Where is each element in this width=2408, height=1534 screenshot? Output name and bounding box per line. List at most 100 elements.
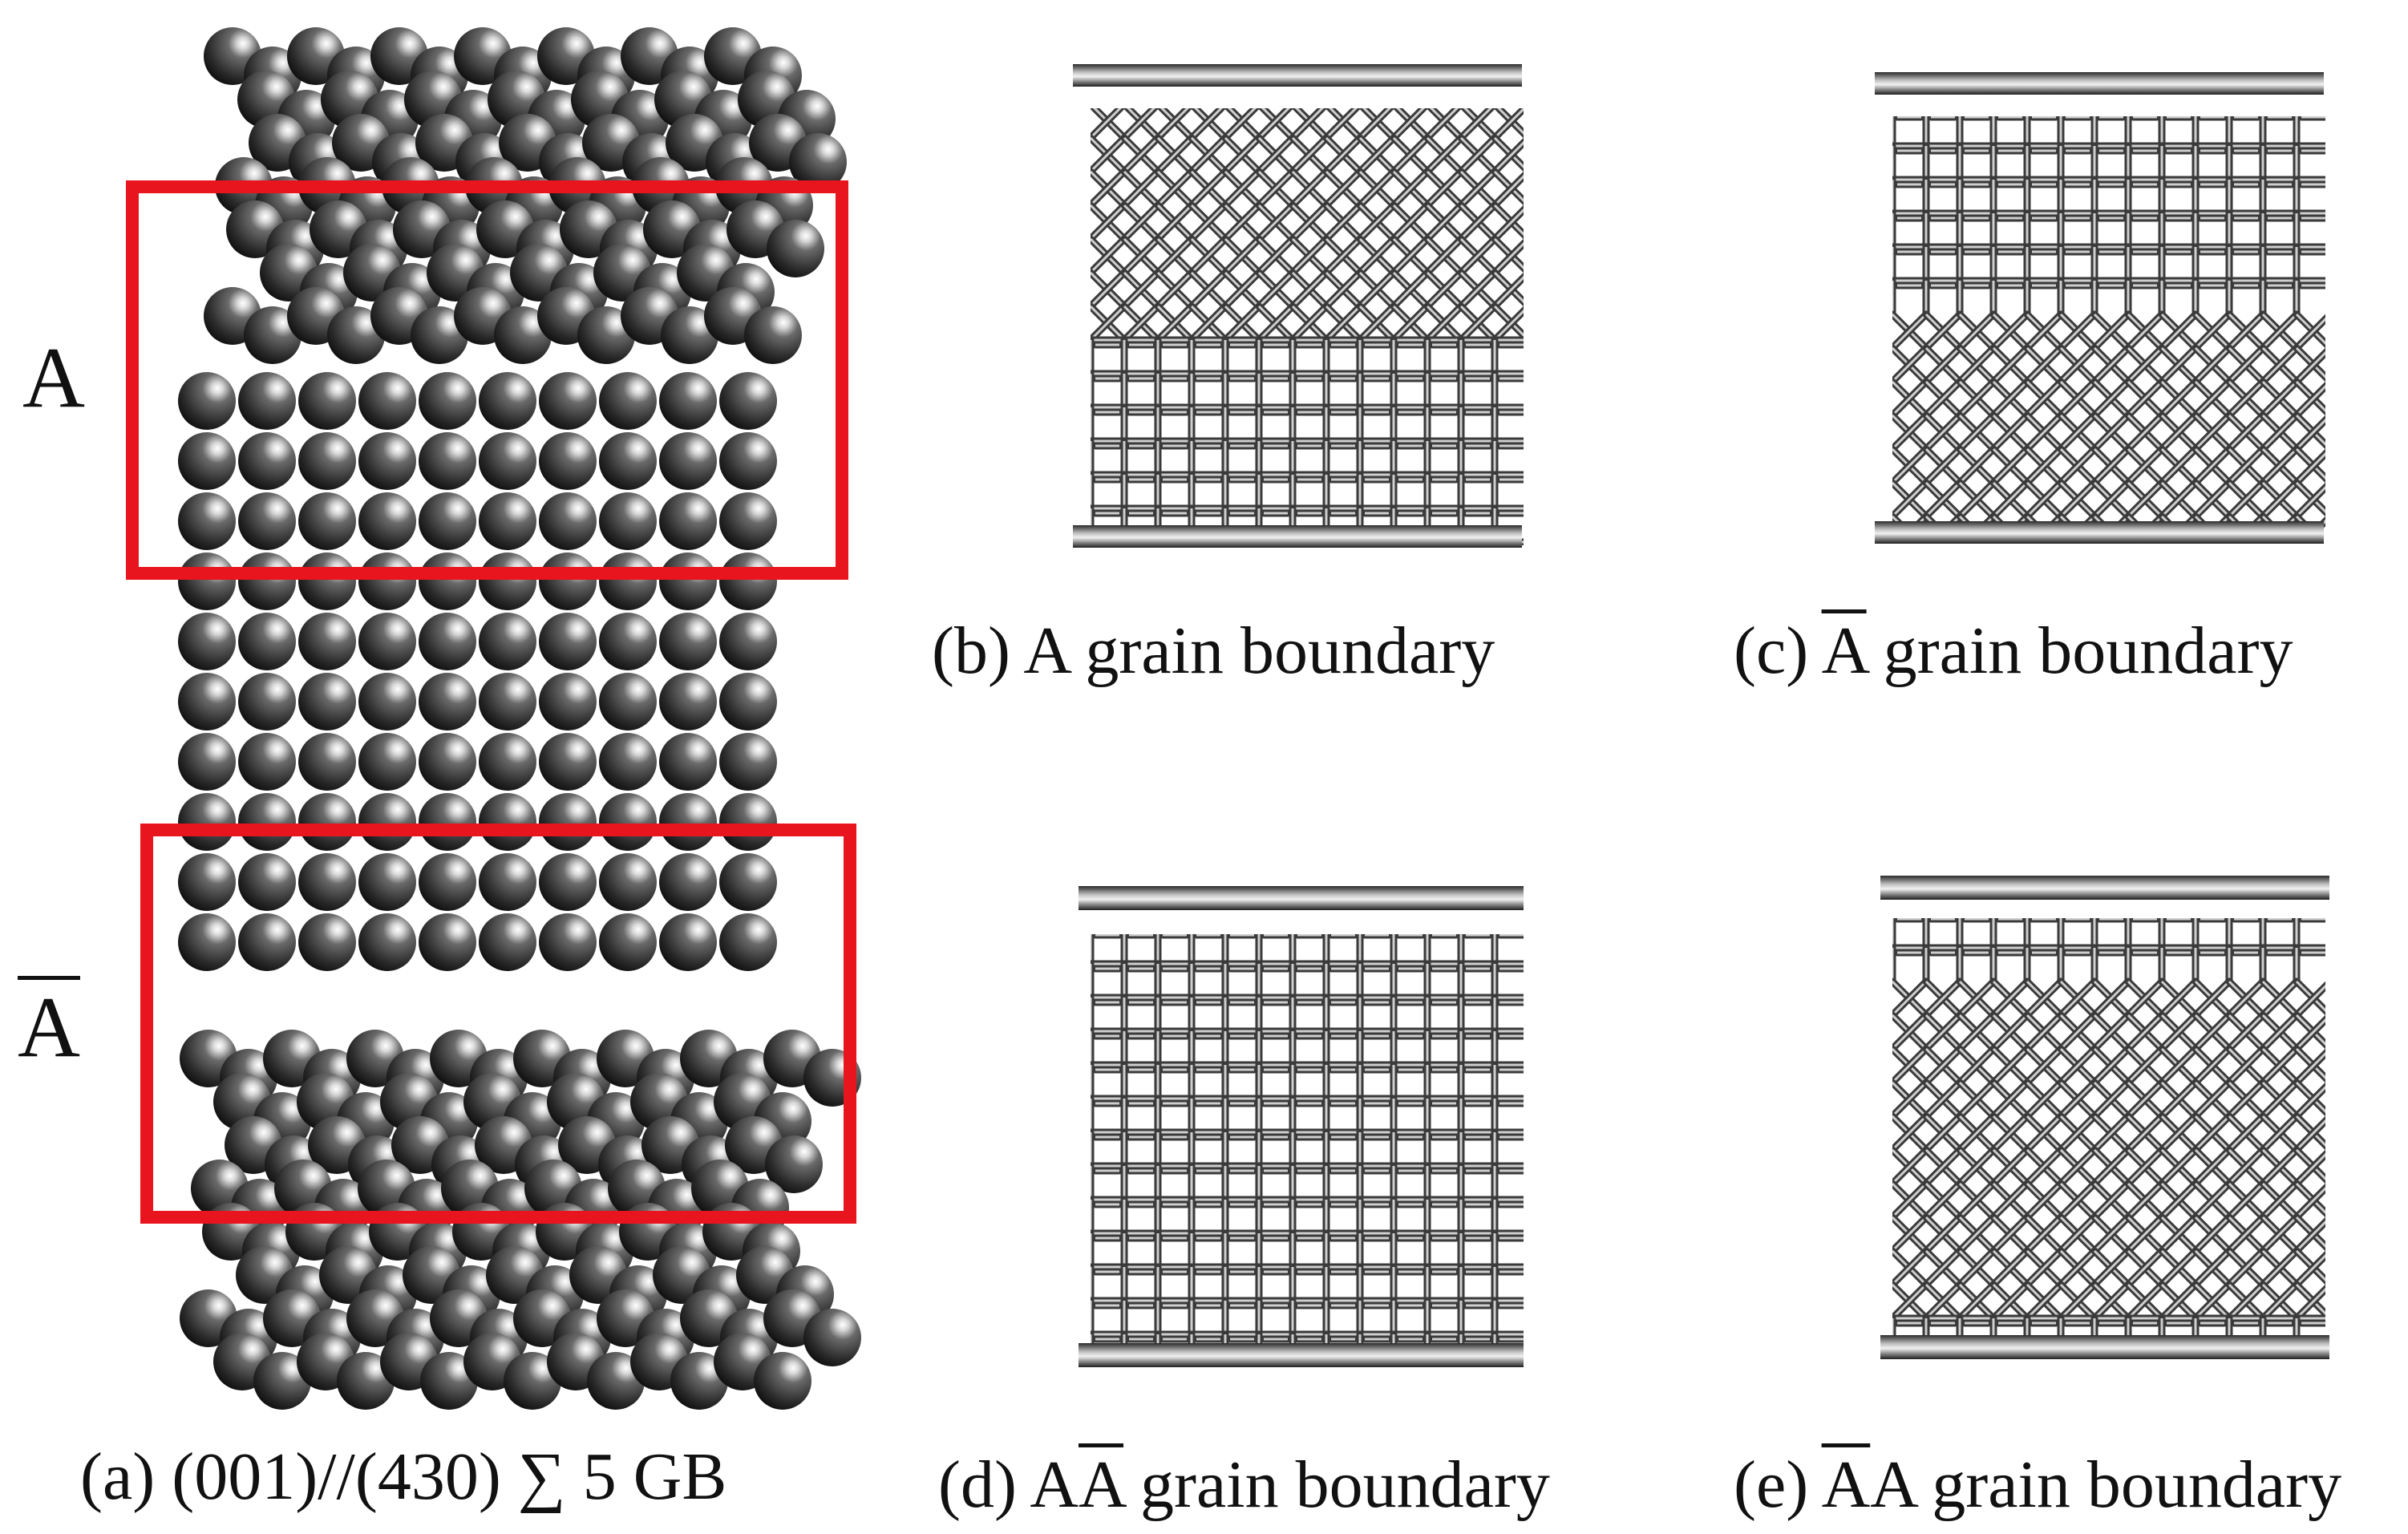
strut-highlight [1892, 313, 1928, 350]
strut-highlight [1224, 170, 1261, 207]
strut-highlight [1992, 1182, 2029, 1219]
top-plate [1073, 64, 1522, 87]
atom-sphere [765, 1135, 823, 1193]
atom-sphere [420, 1352, 478, 1410]
atom-sphere [178, 913, 236, 971]
strut-highlight [2160, 380, 2197, 417]
strut-highlight [1892, 380, 1928, 417]
strut-highlight [2228, 313, 2264, 350]
atom-sphere [719, 733, 777, 791]
caption-d-letter2: A [1078, 1447, 1124, 1522]
strut-highlight [1924, 980, 1961, 1017]
strut-highlight [1992, 346, 2029, 383]
strut-highlight [2228, 447, 2264, 484]
caption-b-letter: A [1023, 613, 1069, 688]
lattice-e-struts [1892, 918, 2325, 1355]
strut-highlight [1992, 980, 2029, 1017]
strut-highlight [1291, 136, 1328, 173]
strut-highlight [2059, 1216, 2096, 1253]
atom-sphere [358, 372, 416, 430]
strut-highlight [2059, 380, 2096, 417]
strut-highlight [1924, 1081, 1961, 1118]
strut-highlight [1892, 447, 1928, 484]
strut-highlight [1224, 136, 1261, 173]
atom-sphere [754, 1352, 811, 1410]
atom-sphere [479, 552, 536, 610]
strut-highlight [2059, 1115, 2096, 1152]
atom-sphere [659, 853, 717, 911]
strut-highlight [1992, 1283, 2029, 1320]
strut-highlight [2295, 1220, 2325, 1253]
atom-sphere [178, 552, 236, 610]
strut-highlight [1224, 204, 1261, 241]
atom-sphere [719, 552, 777, 610]
atom-sphere [419, 372, 476, 430]
atom-sphere [419, 673, 476, 731]
strut-highlight [2228, 1283, 2264, 1320]
strut-highlight [2059, 1081, 2096, 1118]
strut-highlight [1892, 1249, 1928, 1286]
strut-highlight [1459, 108, 1493, 140]
atom-sphere [599, 733, 657, 791]
strut-highlight [2261, 1148, 2298, 1185]
strut-highlight [2127, 380, 2163, 417]
atom-sphere [358, 552, 416, 610]
strut-highlight [1291, 271, 1328, 308]
atom-sphere [539, 372, 597, 430]
strut-highlight [1892, 1182, 1928, 1219]
strut-highlight [2194, 1249, 2231, 1286]
strut-highlight [2261, 1283, 2298, 1320]
strut-highlight [2127, 447, 2163, 484]
bottom-plate [1875, 521, 2324, 544]
strut-highlight [1493, 174, 1524, 207]
atom-sphere [178, 673, 236, 731]
atom-sphere [539, 673, 597, 731]
atom-sphere [789, 133, 847, 191]
highlight-box-a [126, 180, 848, 580]
strut-highlight [1992, 414, 2029, 451]
strut-highlight [1992, 1115, 2029, 1152]
strut-highlight [1392, 271, 1429, 308]
strut-highlight [2261, 313, 2298, 350]
atom-sphere [411, 306, 468, 364]
strut-highlight [2093, 1216, 2130, 1253]
strut-highlight [1992, 1249, 2029, 1286]
atom-sphere [238, 913, 296, 971]
strut-highlight [2160, 1182, 2197, 1219]
strut-highlight [1190, 136, 1227, 173]
atom-sphere [539, 613, 597, 670]
strut-highlight [2059, 1148, 2096, 1185]
atom-sphere [659, 673, 717, 731]
atom-sphere [178, 793, 236, 851]
atom-sphere [358, 733, 416, 791]
strut-highlight [2228, 1081, 2264, 1118]
strut-highlight [1958, 1014, 1995, 1050]
strut-highlight [1426, 136, 1463, 173]
strut-highlight [1426, 108, 1459, 140]
atom-sphere [298, 613, 356, 670]
strut-highlight [1123, 108, 1156, 140]
strut-highlight [2160, 1014, 2197, 1050]
strut-highlight [2059, 1249, 2096, 1286]
strut-highlight [2127, 1182, 2163, 1219]
atom-sphere [178, 432, 236, 490]
strut-highlight [2127, 1283, 2163, 1320]
strut-highlight [2127, 1014, 2163, 1050]
strut-highlight [1958, 1283, 1995, 1320]
atom-sphere [719, 793, 777, 851]
caption-d: (d) AA grain boundary [938, 1451, 1550, 1519]
strut-highlight [1892, 414, 1928, 451]
strut-highlight [2160, 313, 2197, 350]
atom-sphere [238, 613, 296, 670]
strut-highlight [2261, 414, 2298, 451]
strut-highlight [1123, 305, 1159, 342]
atom-sphere [719, 372, 777, 430]
strut-highlight [2228, 380, 2264, 417]
atom-sphere [659, 913, 717, 971]
strut-highlight [1493, 275, 1524, 308]
strut-highlight [2261, 447, 2298, 484]
strut-highlight [2160, 1047, 2197, 1084]
atom-sphere [298, 733, 356, 791]
atom-sphere [803, 1309, 861, 1366]
strut-highlight [1426, 237, 1463, 274]
